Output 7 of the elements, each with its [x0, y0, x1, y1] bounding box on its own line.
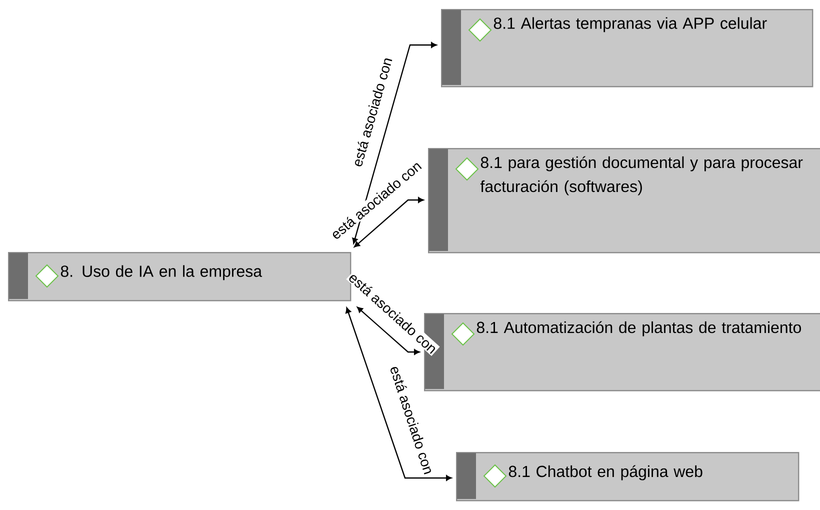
concept-box: 8.1 Chatbot en página web: [456, 452, 800, 502]
arrow: [354, 197, 424, 248]
concept-box: 8.1 para gestión documental y para procesar facturación (softwares): [428, 148, 820, 254]
concept-box: 8.1 Alertas tempranas via APP celular: [441, 9, 814, 88]
arrow: [357, 306, 420, 355]
arrow: [352, 42, 437, 244]
arrow: [346, 307, 452, 481]
